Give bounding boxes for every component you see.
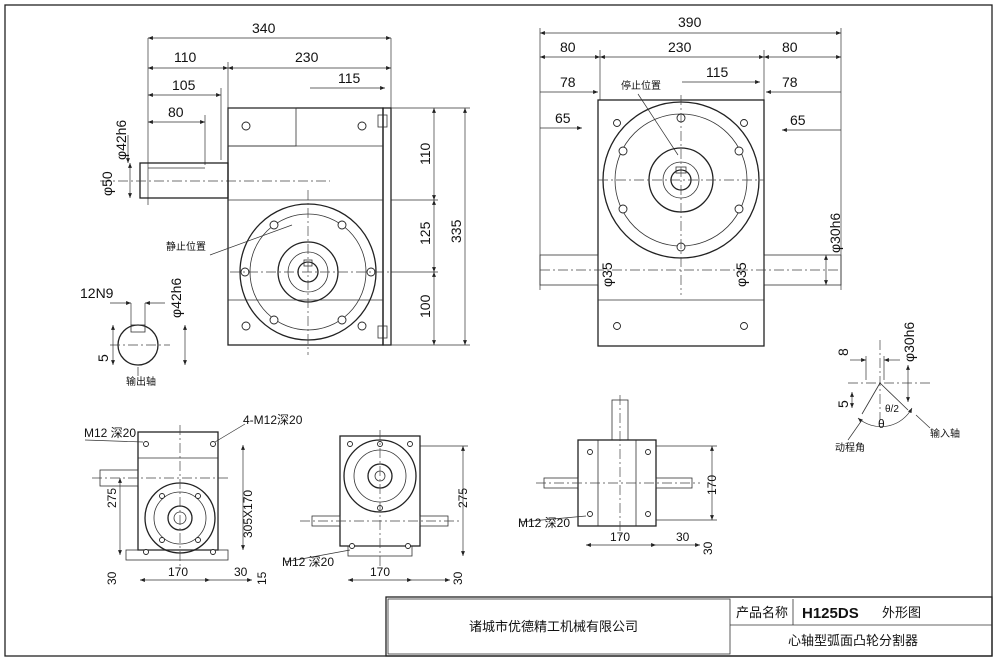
bottom-view-3: 170 M12 深20 170 30 30 (518, 395, 719, 555)
product-name: 心轴型弧面凸轮分割器 (788, 633, 918, 648)
dim-30-b3: 30 (676, 530, 690, 544)
dim-30b-b1: 30 (234, 565, 248, 579)
dim-80-right: 80 (782, 39, 798, 55)
dim-5-out: 5 (95, 354, 111, 362)
dim-275-b2: 275 (456, 488, 470, 508)
dim-100-v: 100 (417, 294, 433, 318)
company-name: 诸城市优德精工机械有限公司 (469, 619, 638, 634)
product-name-label: 产品名称 (736, 605, 788, 620)
dim-phi35-right: φ35 (733, 262, 749, 287)
bottom-view-2: 275 M12 深20 170 30 (282, 430, 470, 585)
dim-390: 390 (678, 14, 702, 30)
output-shaft-detail: 12N9 φ42h6 5 输出轴 (80, 278, 187, 388)
dim-230: 230 (295, 49, 319, 65)
dim-170-v-b3: 170 (705, 475, 719, 495)
dim-78-right: 78 (782, 74, 798, 90)
dim-110: 110 (174, 49, 197, 65)
model-number: H125DS (802, 605, 859, 622)
drawing-type: 外形图 (882, 605, 921, 620)
dim-335: 335 (448, 219, 464, 243)
dim-phi30h6-input: φ30h6 (901, 322, 917, 362)
dim-115: 115 (338, 70, 361, 86)
dim-170-b1: 170 (168, 565, 188, 579)
dim-275-b1: 275 (105, 488, 119, 508)
dim-15-b1: 15 (255, 571, 269, 585)
dim-30-b1: 30 (105, 571, 119, 585)
dim-170-b2: 170 (370, 565, 390, 579)
dim-115-side: 115 (706, 64, 729, 80)
dim-phi30h6-side: φ30h6 (827, 213, 843, 253)
dim-65-right: 65 (790, 112, 806, 128)
dim-110-v: 110 (417, 142, 433, 165)
dim-30b-b3: 30 (701, 541, 715, 555)
label-half-theta: θ/2 (885, 404, 899, 415)
label-m12-deep20-a: M12 深20 (84, 426, 136, 440)
dim-230-side: 230 (668, 39, 692, 55)
dim-170-b3: 170 (610, 530, 630, 544)
dim-phi50: φ50 (99, 171, 115, 196)
label-m12-deep20-c: M12 深20 (518, 516, 570, 530)
title-block: 诸城市优德精工机械有限公司 产品名称 H125DS 外形图 心轴型弧面凸轮分割器 (385, 596, 993, 657)
label-theta: θ (878, 417, 885, 431)
dim-80: 80 (168, 104, 184, 120)
dim-125-v: 125 (417, 221, 433, 245)
label-input-shaft: 输入轴 (930, 427, 960, 440)
dim-30-b2: 30 (451, 571, 465, 585)
label-index-angle: 动程角 (835, 442, 865, 454)
label-stop-position: 静止位置 (166, 240, 206, 253)
label-stop-position-side: 停止位置 (621, 79, 661, 92)
dim-340: 340 (252, 20, 276, 36)
dim-305x170: 305X170 (241, 490, 255, 538)
label-m12-deep20-b: M12 深20 (282, 555, 334, 569)
dim-105: 105 (172, 77, 196, 93)
input-shaft-detail: 8 φ30h6 5 θ θ/2 动程角 输入轴 (835, 322, 960, 454)
label-output-shaft: 输出轴 (126, 375, 156, 388)
dim-80-left: 80 (560, 39, 576, 55)
dim-5-input: 5 (835, 400, 851, 408)
dim-8-input: 8 (835, 348, 851, 356)
side-view: 390 80 230 80 115 78 78 65 65 (539, 14, 843, 347)
dim-65-left: 65 (555, 110, 571, 126)
dim-phi42h6: φ42h6 (113, 120, 129, 160)
front-view: 340 110 230 115 105 80 φ50 φ42h6 (99, 20, 470, 355)
dim-78-left: 78 (560, 74, 576, 90)
sheet-border (4, 4, 993, 657)
dim-phi42h6-out: φ42h6 (168, 278, 184, 318)
bottom-view-1: M12 深20 4-M12深20 275 305X170 170 30 30 1… (84, 413, 303, 585)
dim-12n9: 12N9 (80, 285, 114, 301)
label-4-m12-deep20: 4-M12深20 (243, 413, 303, 427)
dim-phi35-left: φ35 (599, 262, 615, 287)
